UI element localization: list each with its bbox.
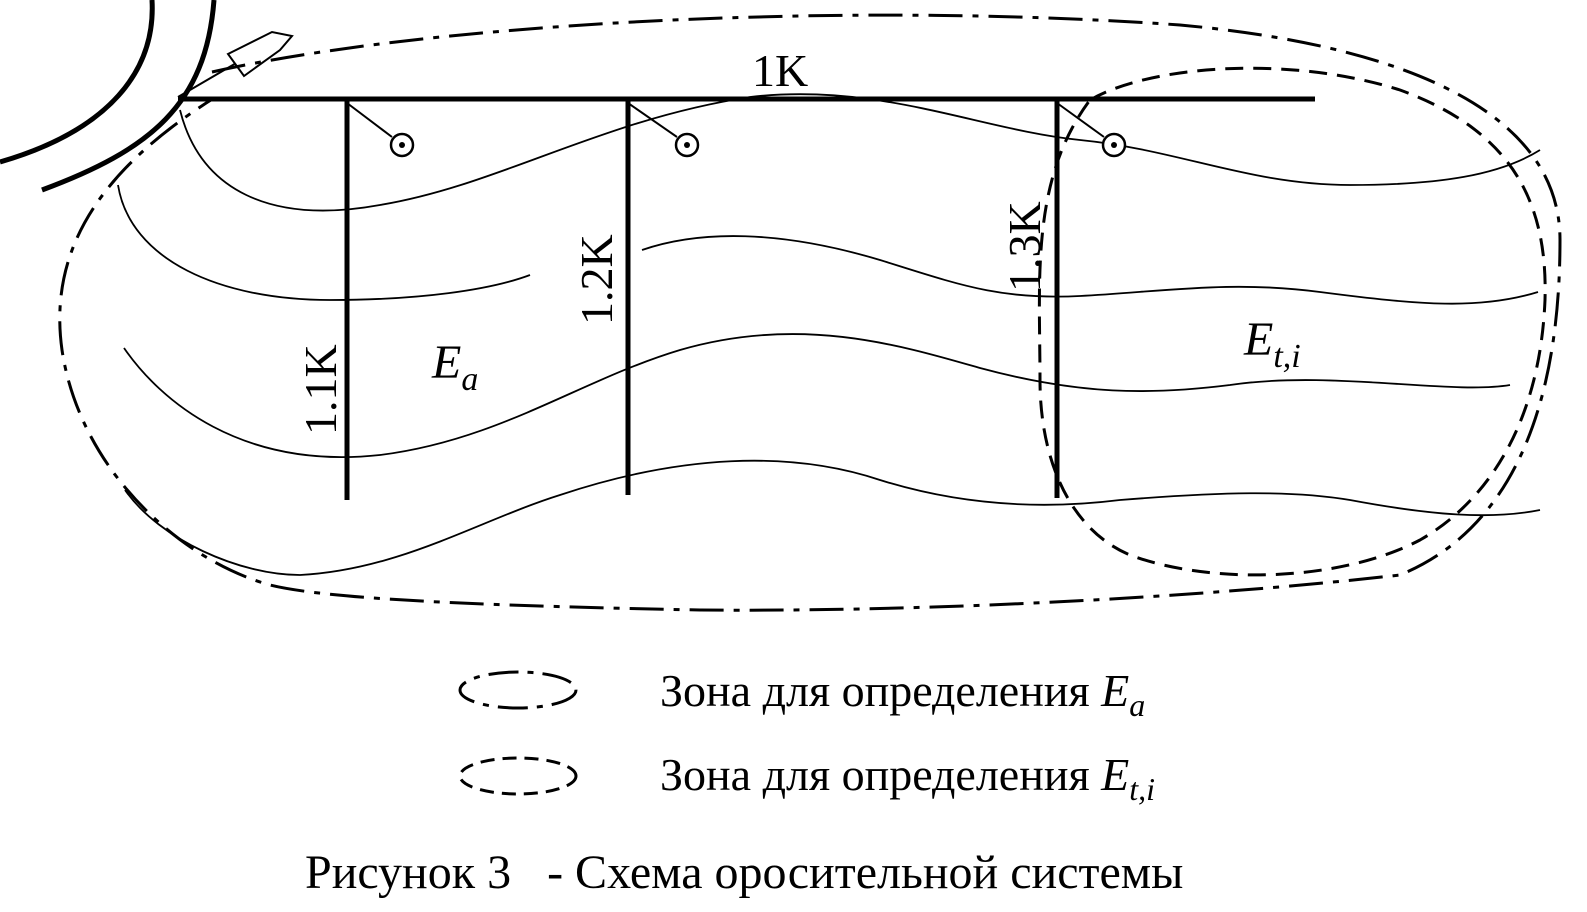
- label-main-canal: 1K: [752, 45, 808, 96]
- label-canal-1-2k: 1.2K: [571, 234, 622, 325]
- label-canal-1-3k: 1.3K: [999, 201, 1050, 292]
- contour-lines: [117, 93, 1541, 576]
- zone-eti-boundary: [1037, 66, 1547, 577]
- legend-item-eti: Зона для определения Et,i: [458, 749, 1155, 807]
- label-zone-eti: Et,i: [1243, 313, 1301, 375]
- legend-symbol-dashed: [458, 756, 578, 796]
- figure-caption: Рисунок 3 - Схема оросительной системы: [305, 846, 1183, 899]
- legend-symbol-dash-dot: [458, 670, 578, 710]
- sprinkler-2-icon: [627, 102, 700, 158]
- legend-text-eti: Зона для определения Et,i: [660, 749, 1155, 807]
- legend-text-ea: Зона для определения Ea: [660, 665, 1145, 723]
- sprinkler-3-icon: [1056, 102, 1127, 158]
- canal-network: [178, 96, 1315, 500]
- legend-item-ea: Зона для определения Ea: [458, 665, 1145, 723]
- river-bank-outer: [0, 0, 155, 165]
- pump-station-icon: [177, 30, 294, 98]
- river-bank-inner: [41, 0, 217, 193]
- label-canal-1-1k: 1.1K: [295, 344, 346, 435]
- label-zone-ea: Ea: [431, 336, 478, 398]
- zone-ea-boundary: [58, 13, 1562, 612]
- sprinkler-1-icon: [346, 102, 415, 158]
- legend: Зона для определения Ea Зона для определ…: [458, 665, 1155, 807]
